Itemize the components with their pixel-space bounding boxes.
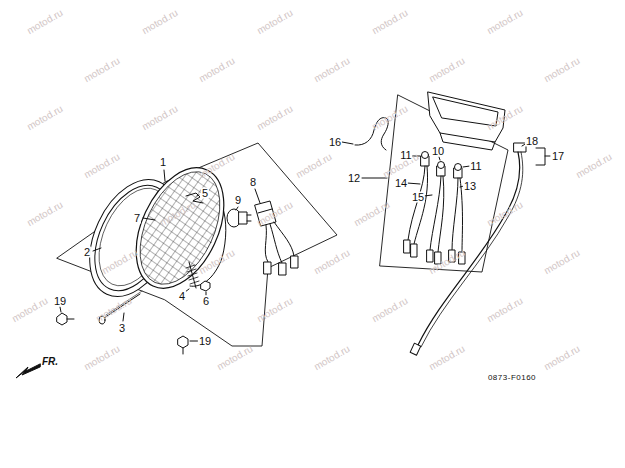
callout-number: 9 [234,195,242,206]
watermark: motod.ru [158,200,197,228]
watermark: motod.ru [370,104,409,132]
direction-label: FR. [42,357,58,367]
watermark: motod.ru [140,104,179,132]
watermark: motod.ru [82,344,121,372]
watermark: motod.ru [370,8,409,36]
watermark: motod.ru [427,248,466,276]
watermark: motod.ru [25,8,64,36]
watermark: motod.ru [25,200,64,228]
callout-number: 5 [201,188,209,199]
watermark: motod.ru [140,8,179,36]
watermark: motod.ru [100,248,139,276]
callout-number: 16 [328,137,342,148]
watermark: motod.ru [370,296,409,324]
callout-number: 15 [411,192,425,203]
callout-number: 4 [178,291,186,302]
watermark: motod.ru [197,248,236,276]
callout-number: 8 [249,177,257,188]
watermark: motod.ru [485,200,524,228]
callout-number: 17 [551,151,565,162]
watermark: motod.ru [197,56,236,84]
watermark: motod.ru [427,344,466,372]
watermark: motod.ru [427,56,466,84]
callout-number: 2 [83,247,91,258]
callout-number: 13 [463,181,477,192]
drawing-code: 0873-F0160 [488,374,536,382]
callout-number: 19 [53,296,67,307]
callout-number: 11 [469,161,482,172]
watermark: motod.ru [485,8,524,36]
callout-number: 19 [198,336,212,347]
watermark: motod.ru [352,200,391,228]
watermark: motod.ru [82,56,121,84]
watermark: motod.ru [312,248,351,276]
watermark: motod.ru [197,152,236,180]
watermark: motod.ru [542,344,581,372]
watermark: motod.ru [294,152,333,180]
watermark: motod.ru [312,344,351,372]
watermark: motod.ru [82,152,121,180]
watermark: motod.ru [215,344,254,372]
watermark: motod.ru [542,248,581,276]
watermark: motod.ru [255,104,294,132]
watermark: motod.ru [255,200,294,228]
watermark: motod.ru [312,56,351,84]
watermark: motod.ru [574,152,613,180]
callout-number: 18 [525,136,539,147]
callout-number: 14 [394,178,408,189]
callout-number: 10 [431,146,445,157]
callout-number: 6 [202,296,210,307]
watermark: motod.ru [10,296,49,324]
watermark: motod.ru [255,8,294,36]
callout-number: 11 [399,150,412,161]
watermark: motod.ru [485,296,524,324]
watermark: motod.ru [542,56,581,84]
watermark: motod.ru [255,296,294,324]
callout-number: 7 [133,213,141,224]
watermark: motod.ru [25,104,64,132]
watermark: motod.ru [94,296,133,324]
callout-number: 3 [118,323,126,334]
watermark: motod.ru [485,104,524,132]
callout-number: 1 [159,157,167,168]
callout-number: 12 [347,173,361,184]
